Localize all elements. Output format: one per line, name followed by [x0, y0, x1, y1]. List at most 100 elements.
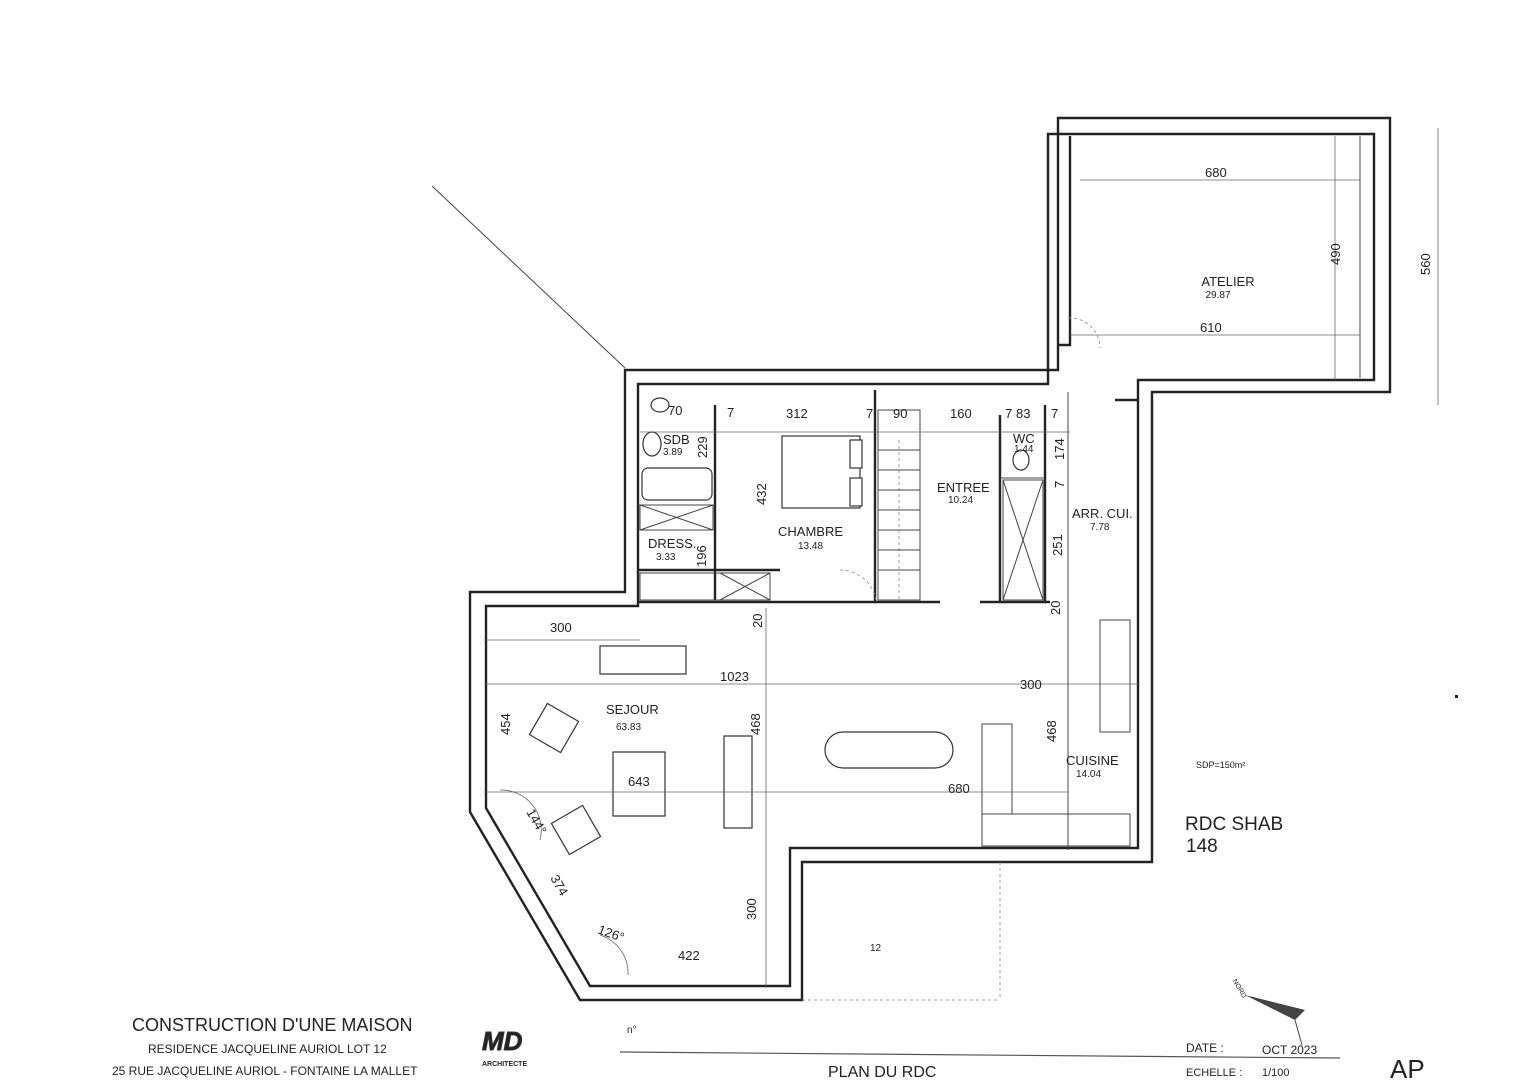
- plan-label: 29.87: [1205, 290, 1230, 301]
- plan-label: 3.89: [663, 447, 683, 458]
- kitchen-island: [981, 723, 1013, 815]
- plan-label: 90: [893, 406, 907, 421]
- plan-line: [619, 1051, 1341, 1059]
- plan-label: 300: [1020, 677, 1042, 692]
- plan-label: 20: [750, 614, 765, 628]
- north-arrow-icon: NORD: [1231, 978, 1305, 1046]
- scale-label: ECHELLE :: [1186, 1067, 1242, 1079]
- plan-line: [877, 409, 921, 601]
- plan-line: [639, 572, 771, 601]
- atelier-wall: [1058, 136, 1072, 347]
- coffee-table: [612, 751, 666, 817]
- plan-label: 422: [678, 948, 700, 963]
- living-furniture: [528, 619, 1131, 856]
- plan-label: 1.44: [1014, 444, 1034, 455]
- plan-label: MD: [482, 1026, 523, 1056]
- plan-line: [642, 431, 662, 457]
- plan-label: 174: [1052, 438, 1067, 460]
- plan-label: 20: [1048, 601, 1063, 615]
- date-label: DATE :: [1186, 1041, 1224, 1055]
- plan-label: 468: [748, 713, 763, 735]
- plan-label: NORD: [1231, 978, 1247, 999]
- plan-label: 196: [694, 545, 709, 567]
- plan-line: [719, 572, 771, 601]
- dining-table: [824, 731, 954, 769]
- plan-label: 229: [695, 436, 710, 458]
- plan-label: 10.24: [948, 495, 973, 506]
- plan-label: 7: [866, 406, 873, 421]
- plan-label: 14.04: [1076, 769, 1101, 780]
- room-wc: WC: [1013, 431, 1035, 446]
- plan-label: 560: [1418, 253, 1433, 275]
- scale-value: 1/100: [1262, 1067, 1290, 1079]
- shab-value: 148: [1186, 836, 1218, 857]
- plan-label: 300: [550, 620, 572, 635]
- plan-label: 610: [1200, 320, 1222, 335]
- plan-label: 490: [1328, 243, 1343, 265]
- date-value: OCT 2023: [1262, 1043, 1317, 1057]
- plan-line: [639, 504, 714, 531]
- plan-line: [1012, 449, 1030, 471]
- room-cuisine: CUISINE: [1066, 753, 1119, 768]
- plan-name: PLAN DU RDC: [828, 1064, 936, 1080]
- sofa: [723, 735, 753, 829]
- sofa: [599, 645, 687, 675]
- plan-line: [1245, 995, 1305, 1020]
- plan-line: [1002, 479, 1044, 601]
- plan-line: [641, 467, 713, 501]
- drawing-number-label: n°: [627, 1025, 637, 1036]
- plan-label: 7: [1051, 406, 1058, 421]
- plan-label: ARCHITECTE: [482, 1061, 527, 1068]
- plan-label: 83: [1016, 406, 1030, 421]
- plan-label: 300: [744, 898, 759, 920]
- plan-line: [650, 397, 670, 413]
- property-line: [431, 185, 626, 369]
- plan-line: [849, 439, 863, 469]
- plan-label: 3.33: [656, 552, 676, 563]
- room-atelier: ATELIER: [1201, 274, 1254, 289]
- plan-line: [1067, 317, 1101, 349]
- plan-label: 432: [754, 483, 769, 505]
- room-chambre: CHAMBRE: [778, 524, 843, 539]
- plan-label: 70: [668, 403, 682, 418]
- plan-label: 7: [727, 405, 734, 420]
- exterior-wall-outer: [468, 116, 1392, 1002]
- plan-label: 468: [1044, 720, 1059, 742]
- plan-label: 63.83: [616, 722, 641, 733]
- plan-label: 374: [547, 872, 571, 898]
- plan-label: 1023: [720, 669, 749, 684]
- plan-line: [599, 934, 629, 976]
- kitchen-counter: [1099, 619, 1131, 733]
- project-address-line2: 25 RUE JACQUELINE AURIOL - FONTAINE LA M…: [112, 1064, 418, 1078]
- phase-label: AP: [1390, 1054, 1425, 1080]
- storage-cupboards: [639, 479, 1044, 601]
- plan-label: 144°: [523, 806, 549, 837]
- plan-line: [1002, 479, 1044, 601]
- plan-line: [639, 504, 714, 531]
- room-labels: ATELIER 29.87 SDB 3.89 DRESS. 3.33 CHAMB…: [606, 274, 1255, 780]
- plan-label: 7.78: [1090, 522, 1110, 533]
- plan-line: [499, 789, 542, 841]
- kitchen-counter: [981, 813, 1131, 847]
- room-sejour: SEJOUR: [606, 702, 659, 717]
- shab-label: RDC SHAB: [1185, 814, 1283, 835]
- bed: [781, 435, 863, 509]
- room-arr-cui: ARR. CUI.: [1072, 506, 1133, 521]
- armchair: [528, 702, 580, 754]
- plan-line: [849, 477, 863, 507]
- plan-line: [1455, 695, 1458, 698]
- plan-label: 160: [950, 406, 972, 421]
- plan-label: 312: [786, 406, 808, 421]
- bathroom-fixtures: [641, 397, 1030, 501]
- architect-logo: MD ARCHITECTE: [482, 1026, 528, 1069]
- project-title: CONSTRUCTION D'UNE MAISON: [132, 1015, 412, 1035]
- plan-label: 680: [1205, 165, 1227, 180]
- plan-label: 126°: [596, 922, 626, 945]
- plan-line: [839, 569, 877, 601]
- plan-label: 7: [1005, 406, 1012, 421]
- plan-label: 12: [870, 943, 882, 954]
- armchair: [550, 804, 602, 856]
- plan-label: 643: [628, 774, 650, 789]
- room-dress: DRESS.: [648, 536, 696, 551]
